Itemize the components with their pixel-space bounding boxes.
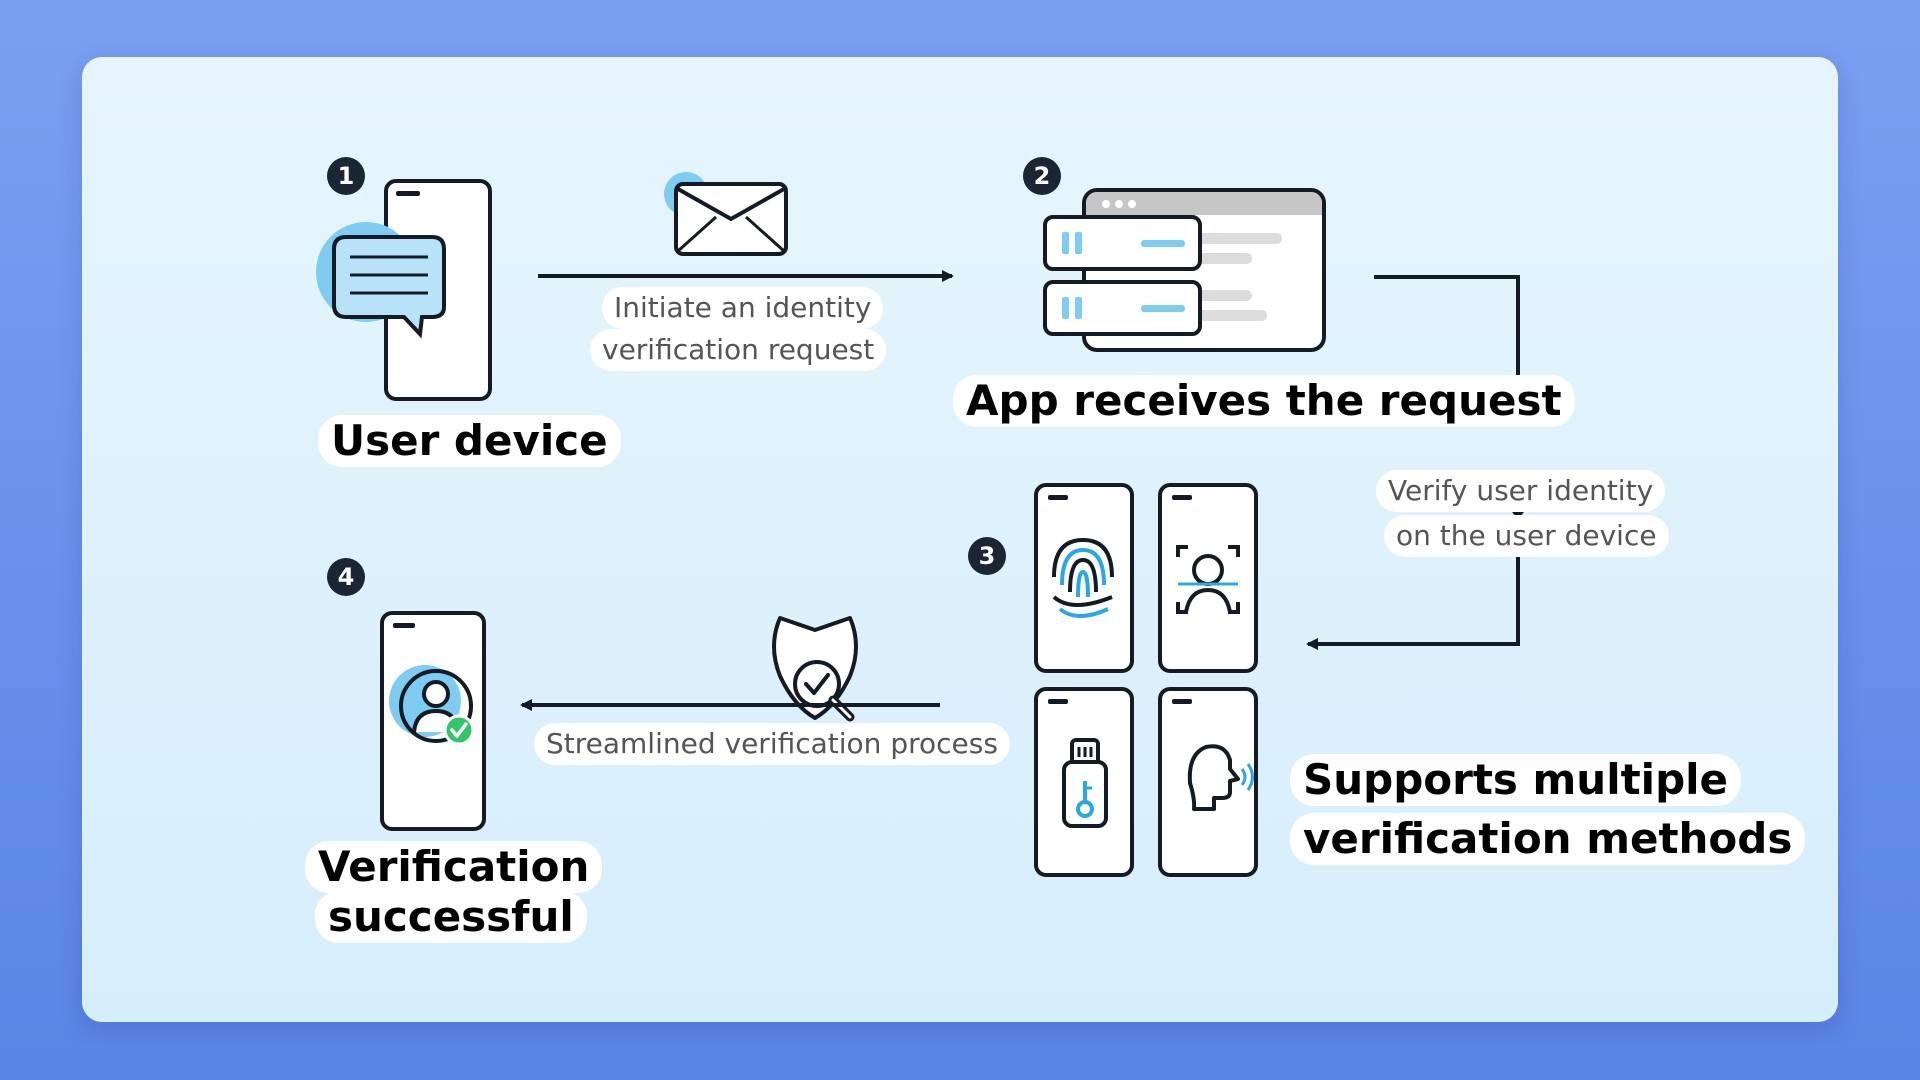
edge-label-verify-line1: Verify user identity	[1376, 470, 1666, 512]
edge-label-verify-line2: on the user device	[1384, 515, 1669, 557]
step-label-verification-line1: Verification	[305, 841, 603, 893]
server-window-icon	[1043, 188, 1326, 352]
step-badge-1: 1	[327, 157, 365, 195]
phone-message-icon	[316, 179, 492, 401]
connector-verify	[1306, 275, 1524, 650]
fingerprint-icon	[1034, 483, 1134, 673]
edge-label-initiate-line1: Initiate an identity	[602, 287, 884, 329]
user-verified-icon	[380, 611, 486, 831]
step-label-app-receives: App receives the request	[953, 375, 1575, 427]
step-badge-4: 4	[327, 558, 365, 596]
step-label-verification-line2: successful	[315, 891, 587, 943]
envelope-icon	[664, 172, 788, 256]
voice-icon	[1158, 687, 1258, 877]
step-badge-2: 2	[1023, 157, 1061, 195]
diagram-card: 1 2 3 4 User device App receives the req…	[82, 57, 1838, 1022]
edge-label-streamlined: Streamlined verification process	[534, 723, 1010, 765]
step-label-supports-line2: verification methods	[1290, 813, 1806, 865]
flow-diagram	[316, 172, 1524, 877]
edge-label-initiate-line2: verification request	[590, 329, 887, 371]
face-scan-icon	[1158, 483, 1258, 673]
shield-check-icon	[772, 616, 858, 722]
usb-key-icon	[1034, 687, 1134, 877]
step-label-user-device: User device	[318, 415, 621, 467]
step-badge-3: 3	[968, 537, 1006, 575]
step-label-supports-line1: Supports multiple	[1290, 754, 1742, 806]
